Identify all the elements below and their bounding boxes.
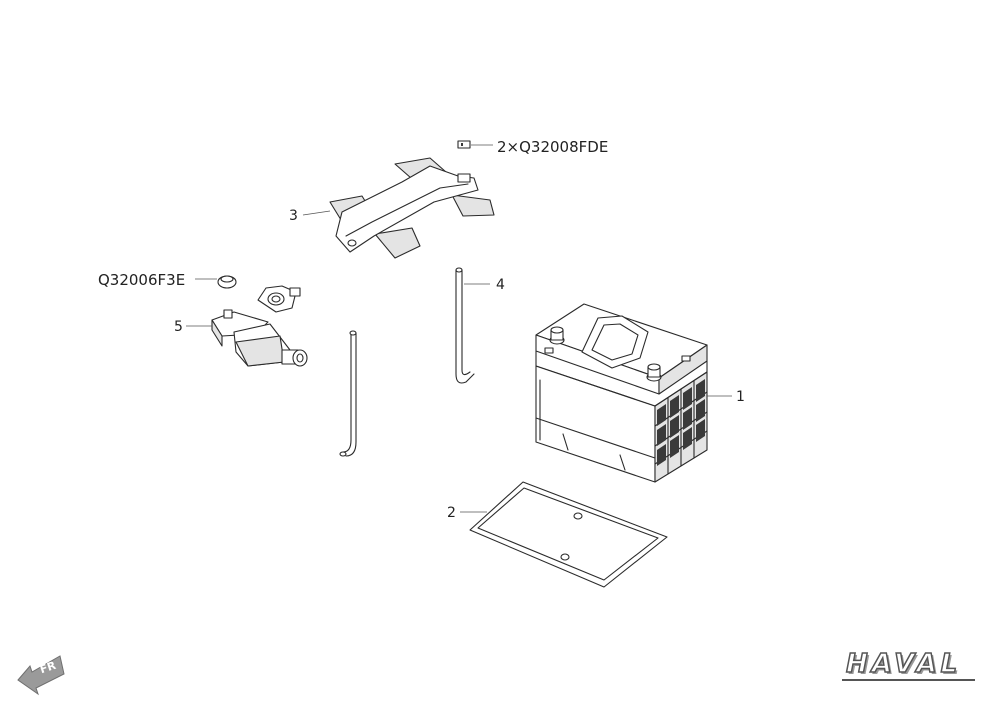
callout-5-terminal: 5 [174,319,183,335]
bolt-left [195,275,237,289]
hold-down-clamp [302,157,495,259]
battery [535,303,732,483]
vent-tube-unlabeled [339,330,357,457]
callout-1-battery: 1 [736,389,745,405]
battery-side-grid [654,379,708,475]
terminal-negative [549,326,565,345]
battery-tray [460,481,668,588]
orientation-badge [17,655,65,696]
callout-2-tray: 2 [447,505,456,521]
vent-tube-4 [455,267,490,384]
nut-top [457,140,493,149]
terminal-sensor [186,285,308,367]
callout-3-clamp: 3 [289,208,298,224]
callout-4-vent-tube: 4 [496,277,505,293]
terminal-positive [646,363,662,382]
callout-bolt-left: Q32006F3E [98,271,186,289]
callout-nut-top: 2×Q32008FDE [497,138,609,156]
brand-logo: HAVAL [845,649,962,679]
